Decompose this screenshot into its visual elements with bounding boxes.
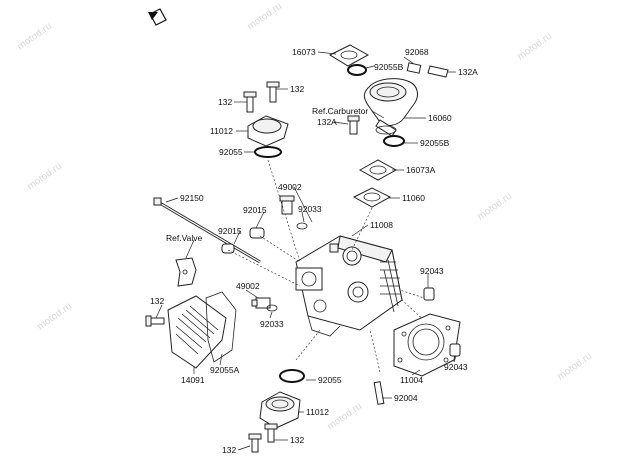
valve-guide-49002-mid (251, 297, 271, 309)
orientation-arrow-icon (148, 8, 167, 26)
part-labels: 16073 92068 92055B 132A 132 132 Ref.Carb… (150, 47, 478, 455)
label-132-e: 132 (290, 435, 304, 445)
label-49002-mid: 49002 (236, 281, 260, 291)
insulator-16073 (328, 44, 370, 67)
label-92033-top: 92033 (298, 204, 322, 214)
label-92055a: 92055A (210, 365, 240, 375)
label-92033-mid: 92033 (260, 319, 284, 329)
dowel-92043-top (423, 287, 435, 301)
dowel-92015-a (249, 227, 265, 239)
gasket-11060 (352, 187, 392, 208)
watermark-text: motod.ru (245, 1, 284, 33)
stud-92004 (373, 381, 385, 405)
label-49002-top: 49002 (278, 182, 302, 192)
label-16060: 16060 (428, 113, 452, 123)
watermark-layer: motod.ru motod.ru motod.ru motod.ru moto… (15, 1, 594, 433)
label-92055-bot: 92055 (318, 375, 342, 385)
cover-14091 (167, 295, 227, 369)
gasket-92055a (205, 291, 237, 363)
head-gasket-11004 (393, 313, 461, 377)
label-132-c: 132 (150, 296, 164, 306)
clip-92033-mid (266, 304, 278, 312)
clip-92033-top (296, 222, 308, 230)
label-132-d: 132 (222, 445, 236, 455)
label-132-b: 132 (290, 84, 304, 94)
cap-11012-bot (259, 391, 301, 429)
stud-92150 (153, 197, 261, 264)
label-92043-bot: 92043 (444, 362, 468, 372)
intake-pipe-16060 (363, 78, 418, 137)
watermark-text: motod.ru (515, 31, 554, 63)
label-ref-carburetor: Ref.Carburetor (312, 106, 368, 116)
bolt-132-d (248, 433, 262, 453)
label-92043-top: 92043 (420, 266, 444, 276)
label-92055-top: 92055 (219, 147, 243, 157)
o-ring-92055b-mid (383, 135, 405, 147)
watermark-text: motod.ru (325, 401, 364, 433)
bolt-132a-right (406, 62, 449, 78)
label-92068: 92068 (405, 47, 429, 57)
cylinder-head-11008 (295, 235, 403, 337)
dowel-92015-b (221, 243, 235, 254)
leader-lines (155, 51, 457, 451)
label-11012-top: 11012 (210, 126, 233, 136)
o-ring-92055b-top (347, 64, 367, 76)
label-132-a: 132 (218, 97, 232, 107)
label-92015-a: 92015 (243, 205, 267, 215)
watermark-text: motod.ru (555, 351, 594, 383)
label-14091: 14091 (181, 375, 205, 385)
label-92150: 92150 (180, 193, 204, 203)
valve-bracket (175, 257, 197, 287)
dowel-92043-bot (449, 343, 461, 357)
label-ref-valve: Ref.Valve (166, 233, 202, 243)
label-92055b-top: 92055B (374, 62, 404, 72)
bolt-132-a (243, 91, 257, 113)
label-92015-b: 92015 (218, 226, 242, 236)
label-16073a: 16073A (406, 165, 436, 175)
cap-11012-top (247, 115, 289, 147)
o-ring-92055-top (254, 146, 282, 158)
valve-guide-49002-top (279, 195, 295, 215)
watermark-text: motod.ru (35, 301, 74, 333)
label-132a-mid: 132A (317, 117, 337, 127)
label-11012-bot: 11012 (306, 407, 329, 417)
label-11060: 11060 (402, 193, 425, 203)
label-132a-right: 132A (458, 67, 478, 77)
insulator-16073a (358, 159, 398, 181)
label-11004: 11004 (400, 375, 423, 385)
bolt-132a-mid (347, 115, 360, 135)
label-92055b-mid: 92055B (420, 138, 450, 148)
label-92004: 92004 (394, 393, 418, 403)
watermark-text: motod.ru (25, 161, 64, 193)
bolt-132-c (145, 315, 165, 327)
bolt-132-e (264, 423, 278, 443)
o-ring-92055-bot (279, 369, 305, 383)
label-16073: 16073 (292, 47, 316, 57)
watermark-text: motod.ru (475, 191, 514, 223)
bolt-132-b (266, 81, 280, 103)
label-11008: 11008 (370, 220, 393, 230)
watermark-text: motod.ru (15, 21, 54, 53)
